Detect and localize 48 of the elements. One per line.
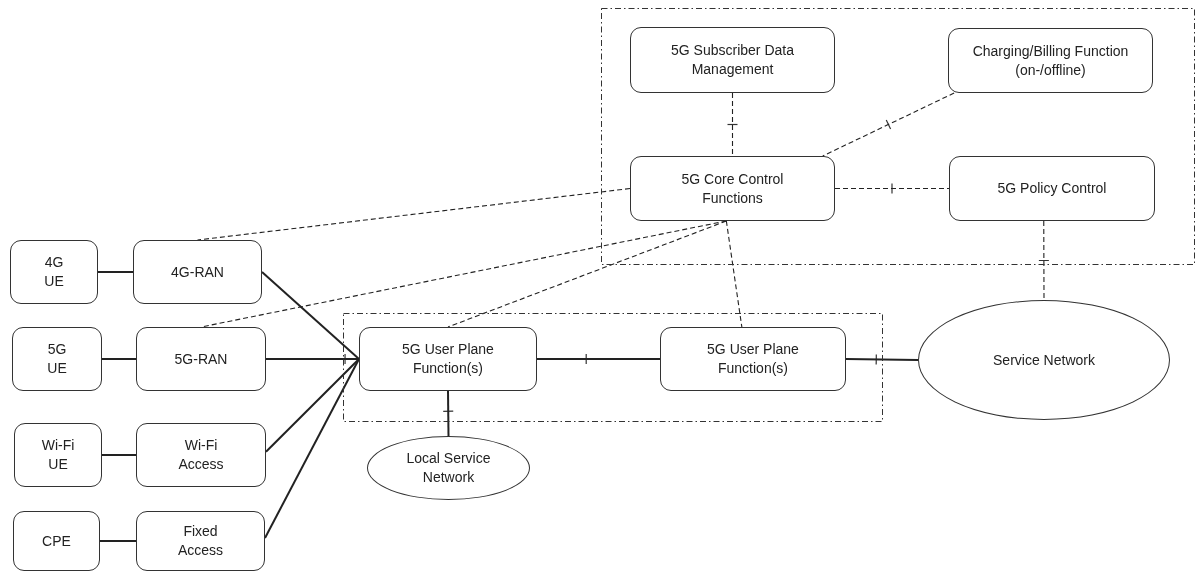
node-label: 5G User Plane Function(s) [401,340,495,378]
node-label: CPE [41,531,72,551]
boundary-box [343,313,883,422]
connector-line [731,92,734,157]
node-label: 5G Policy Control [996,179,1108,198]
node-label: 5G Core Control Functions [680,169,785,208]
connector-line [101,454,137,456]
connector-line [265,358,360,453]
connector-line [1043,220,1045,301]
function-box [630,156,835,221]
node-label: Local Service Network [405,449,492,487]
function-box [949,156,1155,221]
node-label: 5G Subscriber Data Management [670,41,795,79]
function-box [136,423,266,487]
function-box [14,423,102,487]
function-box [136,511,265,571]
node-label: 5G UE [46,340,68,378]
node-label: 4G-RAN [170,262,225,282]
node-label: Wi-Fi UE [40,436,76,474]
connector-line [265,358,360,360]
connector-line [261,271,360,360]
connector-line [101,358,137,360]
function-box [12,327,102,391]
node-label: 5G-RAN [173,349,229,369]
node-label: Charging/Billing Function (on-/offline) [971,41,1130,80]
connector-line [264,358,360,539]
function-box [133,240,262,304]
connector-line [99,540,137,542]
node-label: Fixed Access [176,522,225,560]
function-box [13,511,100,571]
connector-line [536,358,661,360]
node-label: Wi-Fi Access [177,436,225,474]
node-label: 5G User Plane Function(s) [706,340,800,378]
node-label: Service Network [992,350,1096,370]
function-box [136,327,266,391]
connector-line [834,187,950,190]
connector-line [97,271,134,273]
connector-line [725,220,743,328]
connector-line [822,92,955,157]
node-label: 4G UE [43,253,65,291]
function-box [948,28,1153,93]
connector-line [845,358,919,361]
function-box [660,327,846,391]
function-box [10,240,98,304]
function-box [630,27,835,93]
function-box [359,327,537,391]
connector-line [447,390,450,437]
boundary-box [601,8,1195,265]
